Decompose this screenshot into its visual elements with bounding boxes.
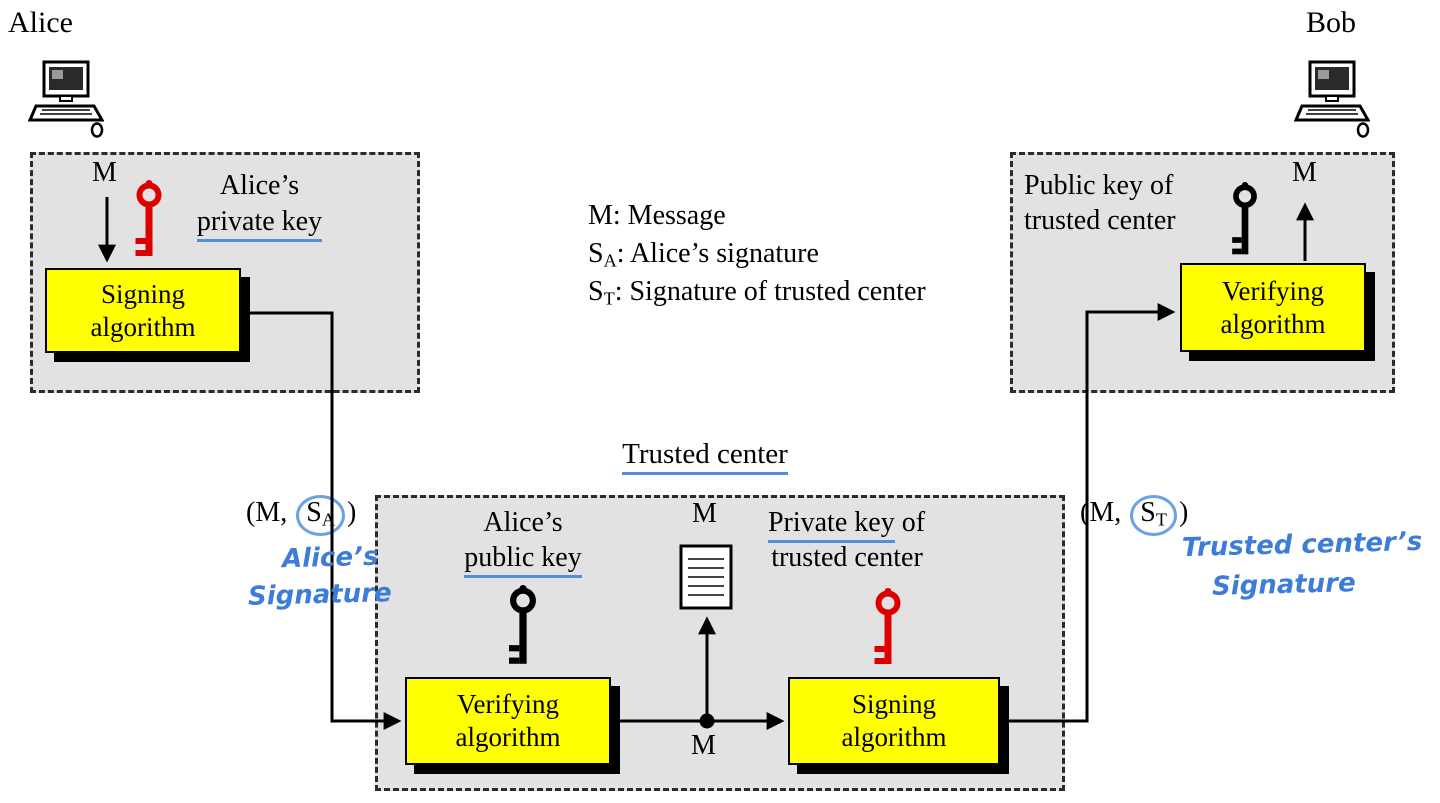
tc-verifying-algorithm-box: Verifying algorithm — [405, 677, 611, 765]
trusted-center-private-key-icon — [874, 588, 901, 664]
computer-icon-alice — [28, 60, 104, 138]
algorithm-label-line: Verifying — [457, 689, 559, 720]
algorithm-label-line: Verifying — [1222, 275, 1324, 306]
bob-verifying-algorithm-box: Verifying algorithm — [1180, 263, 1366, 352]
tc-key-label-line1: Private key of — [744, 507, 949, 543]
alice-key-name-label: private key — [172, 206, 347, 242]
tc-alice-key-label-line1: Alice’s — [483, 507, 563, 538]
alice-public-key-icon — [509, 585, 536, 664]
alice-signing-algorithm-box: Signing algorithm — [45, 268, 241, 353]
junction-dot — [699, 713, 715, 729]
legend-subscript: A — [603, 250, 617, 271]
tc-alice-key-label-line2: public key — [438, 542, 608, 578]
legend-message-line: M: Message — [588, 200, 726, 231]
alice-private-key-icon — [135, 180, 162, 256]
message-label-tc-top: M — [692, 498, 717, 529]
alice-key-owner-label: Alice’s — [219, 170, 300, 201]
algorithm-label-line: Signing — [851, 689, 937, 720]
message-label-alice-input: M — [92, 157, 117, 188]
annotation-tc-signature-line2: Signature — [1211, 568, 1357, 602]
actor-label-alice: Alice — [8, 6, 73, 39]
message-label-junction: M — [691, 730, 716, 761]
trusted-center-public-key-icon — [1232, 182, 1257, 255]
annotation-alice-signature-line1: Alice’s — [281, 541, 379, 575]
message-label-bob-output: M — [1292, 157, 1317, 188]
legend-text: : Signature of trusted center — [614, 276, 926, 307]
legend-alice-signature-line: SA: Alice’s signature — [588, 238, 819, 271]
trusted-center-title: Trusted center — [560, 438, 850, 475]
alice-signature-tuple: (M, SA) — [246, 495, 356, 536]
algorithm-label-line: Signing — [100, 278, 186, 309]
algorithm-label-line: algorithm — [1220, 308, 1326, 339]
document-icon — [679, 544, 733, 610]
legend-text: : Alice’s signature — [616, 238, 819, 269]
algorithm-label-line: algorithm — [841, 722, 947, 752]
annotation-tc-signature-line1: Trusted center’s — [1181, 526, 1423, 564]
bob-key-label-line1: Public key of — [1024, 170, 1174, 201]
annotation-alice-signature-line2: Signature — [247, 578, 393, 612]
legend-subscript: T — [603, 288, 615, 309]
circled-alice-signature: SA — [296, 495, 345, 536]
legend-symbol: S — [588, 276, 604, 307]
computer-icon-bob — [1294, 60, 1370, 138]
algorithm-label-line: algorithm — [455, 722, 561, 752]
circled-tc-signature: ST — [1130, 495, 1177, 536]
tc-key-label-line2: trusted center — [771, 542, 923, 573]
actor-label-bob: Bob — [1306, 6, 1357, 39]
legend-tc-signature-line: ST: Signature of trusted center — [588, 276, 926, 309]
wire-alice-to-trusted-center — [241, 311, 402, 730]
tc-signing-algorithm-box: Signing algorithm — [788, 677, 1000, 765]
wire-trusted-center-to-bob — [1000, 303, 1176, 723]
legend-symbol: S — [588, 238, 604, 269]
algorithm-label-line: algorithm — [90, 311, 196, 342]
bob-key-label-line2: trusted center — [1024, 205, 1176, 236]
